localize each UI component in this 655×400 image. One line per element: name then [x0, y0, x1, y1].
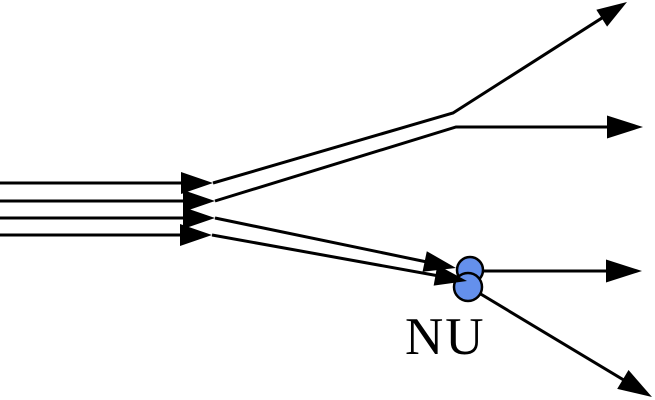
beam-line-2-arrowhead-icon — [183, 190, 215, 212]
beam-line-4-arrowhead-icon — [180, 224, 212, 246]
node-downright-arrow-arrowhead-icon — [617, 370, 652, 397]
lower-branch-arrow-2 — [211, 233, 449, 280]
beam-line-3-arrowhead-icon — [183, 207, 215, 229]
node-downright-arrow — [468, 285, 636, 388]
node-right-arrow-arrowhead-icon — [606, 259, 642, 283]
beam-line-1-arrowhead-icon — [181, 172, 213, 194]
nu-label: NU — [405, 308, 486, 366]
upper-middle-arrow — [214, 125, 622, 203]
lower-branch-arrow-2-arrowhead-icon — [433, 264, 467, 286]
lower-branch-arrow-1-arrowhead-icon — [422, 251, 456, 272]
upper-branch-arrow-arrowhead-icon — [596, 2, 627, 27]
upper-branch-arrow — [212, 10, 613, 185]
lower-branch-arrow-1 — [214, 216, 438, 266]
upper-middle-arrow-arrowhead-icon — [607, 115, 643, 139]
